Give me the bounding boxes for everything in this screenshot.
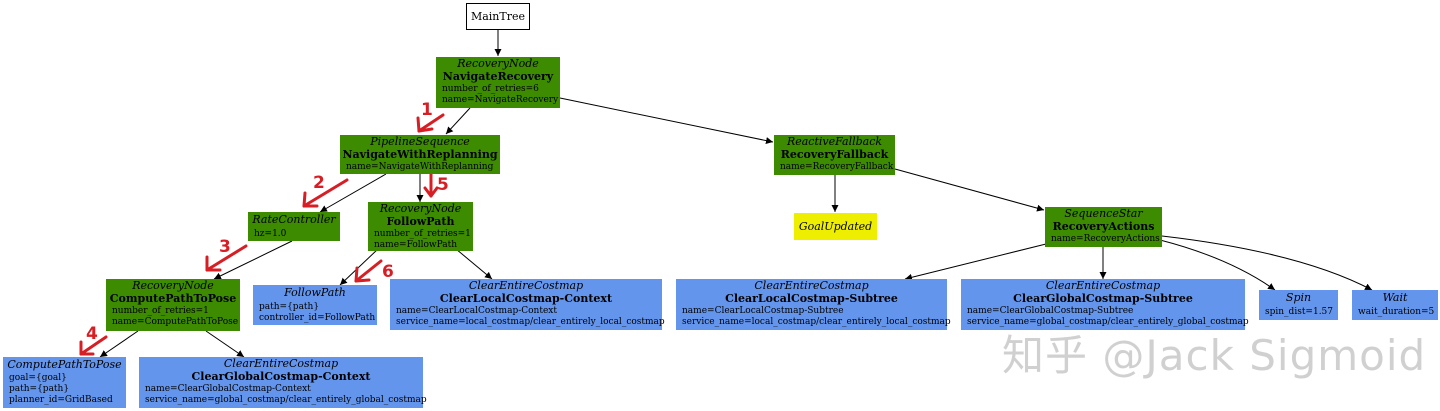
node-kind: ClearEntireCostmap bbox=[223, 357, 339, 370]
edge-ratecontroller-compute bbox=[213, 240, 293, 280]
node-params: spin_dist=1.57 bbox=[1265, 307, 1334, 317]
edge-navigaterecovery-pipeline bbox=[445, 107, 471, 135]
node-sequence-star: SequenceStar RecoveryActions name=Recove… bbox=[1045, 207, 1162, 247]
node-kind: GoalUpdated bbox=[798, 219, 873, 233]
edge-compute-action bbox=[99, 330, 139, 358]
node-spin: Spin spin_dist=1.57 bbox=[1259, 290, 1338, 320]
step-5-arrow bbox=[423, 172, 439, 198]
node-kind: ReactiveFallback bbox=[786, 135, 883, 148]
node-title: NavigateRecovery bbox=[442, 70, 554, 83]
edge-pipeline-ratecontroller bbox=[319, 173, 387, 213]
step-6-label: 6 bbox=[382, 262, 394, 282]
step-4-arrow bbox=[79, 335, 108, 356]
node-rate-controller: RateController hz=1.0 bbox=[248, 212, 340, 241]
step-6-arrow bbox=[354, 259, 383, 283]
node-params: name=RecoveryFallback bbox=[780, 162, 894, 172]
step-5-label: 5 bbox=[437, 175, 449, 195]
edge-sequencestar-spin bbox=[1159, 239, 1276, 291]
node-kind: FollowPath bbox=[284, 286, 346, 299]
node-params: name=ClearLocalCostmap-Subtree service_n… bbox=[682, 306, 951, 327]
node-clear-global-context: ClearEntireCostmap ClearGlobalCostmap-Co… bbox=[139, 357, 427, 408]
node-reactive-fallback: ReactiveFallback RecoveryFallback name=R… bbox=[774, 135, 895, 175]
node-kind: ClearEntireCostmap bbox=[468, 279, 584, 292]
node-kind: Spin bbox=[1285, 291, 1312, 304]
node-navigate-recovery: RecoveryNode NavigateRecovery number_of_… bbox=[436, 57, 560, 108]
node-kind: ClearEntireCostmap bbox=[754, 279, 869, 292]
step-1-arrow bbox=[416, 113, 445, 133]
node-params: name=ClearGlobalCostmap-Context service_… bbox=[145, 384, 427, 405]
node-title: ClearLocalCostmap-Context bbox=[439, 292, 613, 305]
node-goal-updated: GoalUpdated bbox=[794, 213, 877, 240]
node-title: FollowPath bbox=[386, 215, 455, 228]
node-params: number_of_retries=6 name=NavigateRecover… bbox=[442, 84, 559, 105]
step-4-label: 4 bbox=[86, 324, 98, 344]
step-2-label: 2 bbox=[313, 173, 325, 193]
step-3-arrow bbox=[205, 244, 248, 272]
step-3-label: 3 bbox=[219, 237, 231, 257]
edge-navigaterecovery-fallback bbox=[559, 97, 774, 145]
node-kind: ClearEntireCostmap bbox=[1045, 279, 1161, 292]
node-pipeline-sequence: PipelineSequence NavigateWithReplanning … bbox=[340, 135, 500, 174]
node-params: name=NavigateWithReplanning bbox=[346, 162, 494, 172]
edge-sequencestar-clearlocal bbox=[904, 243, 1047, 281]
edge-sequencestar-wait bbox=[1161, 235, 1373, 291]
node-maintree: MainTree bbox=[466, 3, 530, 30]
edge-compute-clearglobal bbox=[205, 330, 245, 358]
node-wait: Wait wait_duration=5 bbox=[1352, 290, 1438, 320]
node-params: name=ClearGlobalCostmap-Subtree service_… bbox=[967, 306, 1249, 327]
node-maintree-title: MainTree bbox=[470, 9, 526, 23]
node-kind: RecoveryNode bbox=[132, 279, 214, 292]
node-title: NavigateWithReplanning bbox=[342, 148, 498, 161]
node-kind: Wait bbox=[1382, 291, 1408, 304]
node-params: name=ClearLocalCostmap-Context service_n… bbox=[396, 306, 665, 327]
node-title: ClearGlobalCostmap-Subtree bbox=[1013, 292, 1193, 305]
node-params: number_of_retries=1 name=ComputePathToPo… bbox=[112, 306, 239, 327]
node-kind: SequenceStar bbox=[1064, 207, 1143, 220]
node-title: RecoveryActions bbox=[1052, 220, 1155, 233]
node-kind: RateController bbox=[252, 213, 336, 226]
node-clear-global-subtree: ClearEntireCostmap ClearGlobalCostmap-Su… bbox=[961, 279, 1249, 330]
node-params: name=RecoveryActions bbox=[1051, 234, 1160, 244]
node-clear-local-subtree: ClearEntireCostmap ClearLocalCostmap-Sub… bbox=[676, 279, 951, 330]
node-title: RecoveryFallback bbox=[780, 148, 889, 161]
node-params: number_of_retries=1 name=FollowPath bbox=[374, 229, 471, 250]
node-followpath-action: FollowPath path={path} controller_id=Fol… bbox=[253, 285, 377, 325]
edge-fallback-sequencestar bbox=[894, 168, 1045, 212]
node-params: goal={goal} path={path} planner_id=GridB… bbox=[9, 373, 113, 405]
node-params: wait_duration=5 bbox=[1358, 307, 1435, 317]
node-kind: RecoveryNode bbox=[457, 57, 539, 70]
node-title: ClearGlobalCostmap-Context bbox=[191, 370, 371, 383]
node-recovery-compute: RecoveryNode ComputePathToPose number_of… bbox=[106, 279, 240, 331]
edge-followpath-clearlocal bbox=[455, 248, 493, 280]
edge-followpath-action bbox=[339, 248, 379, 286]
watermark: 知乎 @Jack Sigmoid bbox=[1002, 331, 1427, 380]
node-compute-action: ComputePathToPose goal={goal} path={path… bbox=[3, 357, 126, 408]
node-clear-local-context: ClearEntireCostmap ClearLocalCostmap-Con… bbox=[390, 279, 665, 330]
node-params: hz=1.0 bbox=[254, 229, 287, 239]
step-1-label: 1 bbox=[421, 100, 433, 120]
node-recovery-followpath: RecoveryNode FollowPath number_of_retrie… bbox=[368, 202, 473, 251]
node-title: ComputePathToPose bbox=[109, 292, 237, 305]
node-params: path={path} controller_id=FollowPath bbox=[259, 302, 376, 323]
node-title: ClearLocalCostmap-Subtree bbox=[725, 292, 898, 305]
step-2-arrow bbox=[302, 178, 349, 208]
node-kind: RecoveryNode bbox=[379, 202, 462, 215]
node-kind: PipelineSequence bbox=[370, 135, 470, 148]
node-kind: ComputePathToPose bbox=[7, 358, 122, 371]
